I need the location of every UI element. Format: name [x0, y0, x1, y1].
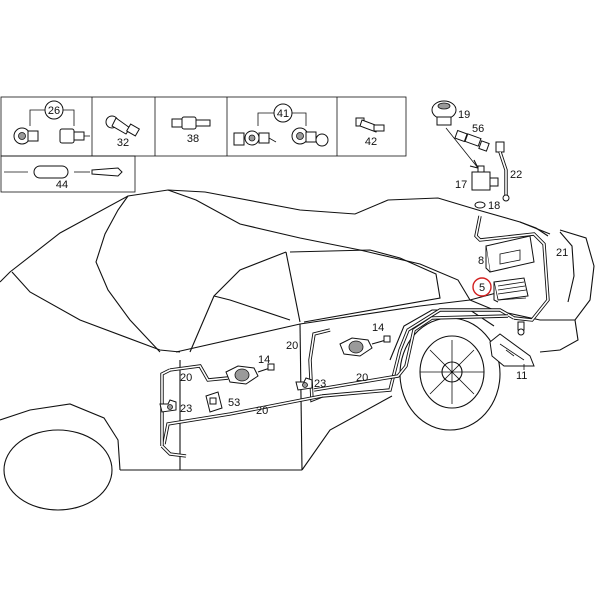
vacuum-tank-8-icon — [485, 235, 535, 273]
actuator-14-upper-icon — [339, 335, 391, 357]
part-42[interactable]: 42 — [355, 117, 385, 148]
part-23-upper[interactable]: 23 — [295, 377, 326, 391]
label-44: 44 — [56, 179, 68, 191]
label-20-right: 20 — [356, 372, 368, 384]
bracket-11-icon — [489, 321, 535, 367]
legend-row-top — [0, 96, 407, 157]
parts-legend-panel: 26 32 — [0, 96, 407, 193]
label-17: 17 — [455, 179, 467, 191]
part-19[interactable]: 19 — [431, 100, 470, 126]
group-26[interactable]: 26 — [13, 100, 90, 145]
part-23-lower[interactable]: 23 — [159, 399, 192, 415]
elbow-fitting-32-icon — [105, 115, 141, 137]
part-44[interactable]: 44 — [4, 165, 123, 191]
part-38[interactable]: 38 — [171, 116, 211, 145]
fitting-26-right-icon — [59, 128, 90, 144]
label-56: 56 — [472, 123, 484, 135]
wheel-spokes — [420, 340, 484, 404]
part-32[interactable]: 32 — [105, 115, 141, 149]
label-21: 21 — [556, 247, 568, 259]
vacuum-pump-5-icon — [493, 277, 529, 303]
label-19: 19 — [458, 109, 470, 121]
label-20-lower: 20 — [256, 405, 268, 417]
part-5[interactable]: 5 — [472, 277, 529, 303]
valve-17-icon — [471, 165, 499, 191]
vacuum-lines — [160, 215, 550, 458]
part-17[interactable]: 17 — [445, 127, 499, 191]
label-26: 26 — [48, 105, 60, 117]
elbow-fitting-42-icon — [355, 117, 385, 133]
hose-22-icon — [495, 141, 510, 202]
fitting-26-left-icon — [13, 127, 39, 145]
label-14-lower: 14 — [258, 354, 270, 366]
part-56[interactable]: 56 — [454, 123, 490, 152]
label-20-upper: 20 — [286, 340, 298, 352]
actuator-14-lower-icon — [225, 363, 275, 385]
label-53: 53 — [228, 397, 240, 409]
label-23-upper: 23 — [314, 378, 326, 390]
label-41: 41 — [277, 108, 289, 120]
label-42: 42 — [365, 136, 377, 148]
part-53[interactable]: 53 — [205, 391, 240, 413]
label-20-left: 20 — [180, 372, 192, 384]
label-8: 8 — [478, 255, 484, 267]
group-41[interactable]: 41 — [233, 103, 329, 147]
straight-connector-38-icon — [171, 116, 211, 130]
label-11: 11 — [516, 370, 527, 382]
highlight-circle-5 — [472, 277, 492, 297]
connector-56-icon — [454, 129, 490, 152]
part-11[interactable]: 11 — [489, 321, 535, 382]
leader-line-17 — [445, 127, 479, 169]
part-21[interactable]: 21 — [556, 247, 568, 259]
part-8[interactable]: 8 — [478, 235, 535, 273]
clip-23-upper-icon — [295, 377, 313, 391]
label-18: 18 — [488, 200, 500, 212]
label-32: 32 — [117, 137, 129, 149]
label-5: 5 — [479, 282, 485, 294]
part-14-lower[interactable]: 14 — [225, 354, 275, 385]
label-23-lower: 23 — [180, 403, 192, 415]
switch-53-icon — [205, 391, 223, 413]
part-18[interactable]: 18 — [474, 200, 500, 212]
part-14-upper[interactable]: 14 — [339, 322, 391, 357]
washer-18-icon — [474, 201, 486, 209]
label-22: 22 — [510, 169, 522, 181]
legend-row-bottom — [0, 155, 136, 193]
arrow-head-17 — [469, 159, 480, 169]
part-22[interactable]: 22 — [495, 141, 522, 202]
label-38: 38 — [187, 133, 199, 145]
fitting-41-right-icon — [291, 127, 329, 147]
clip-23-lower-icon — [159, 399, 177, 413]
label-14-upper: 14 — [372, 322, 384, 334]
fitting-41-left-icon — [233, 130, 277, 146]
diaphragm-19-icon — [431, 100, 457, 126]
car-body-outline — [0, 189, 595, 511]
hose-sleeve-44-icon — [4, 165, 123, 179]
